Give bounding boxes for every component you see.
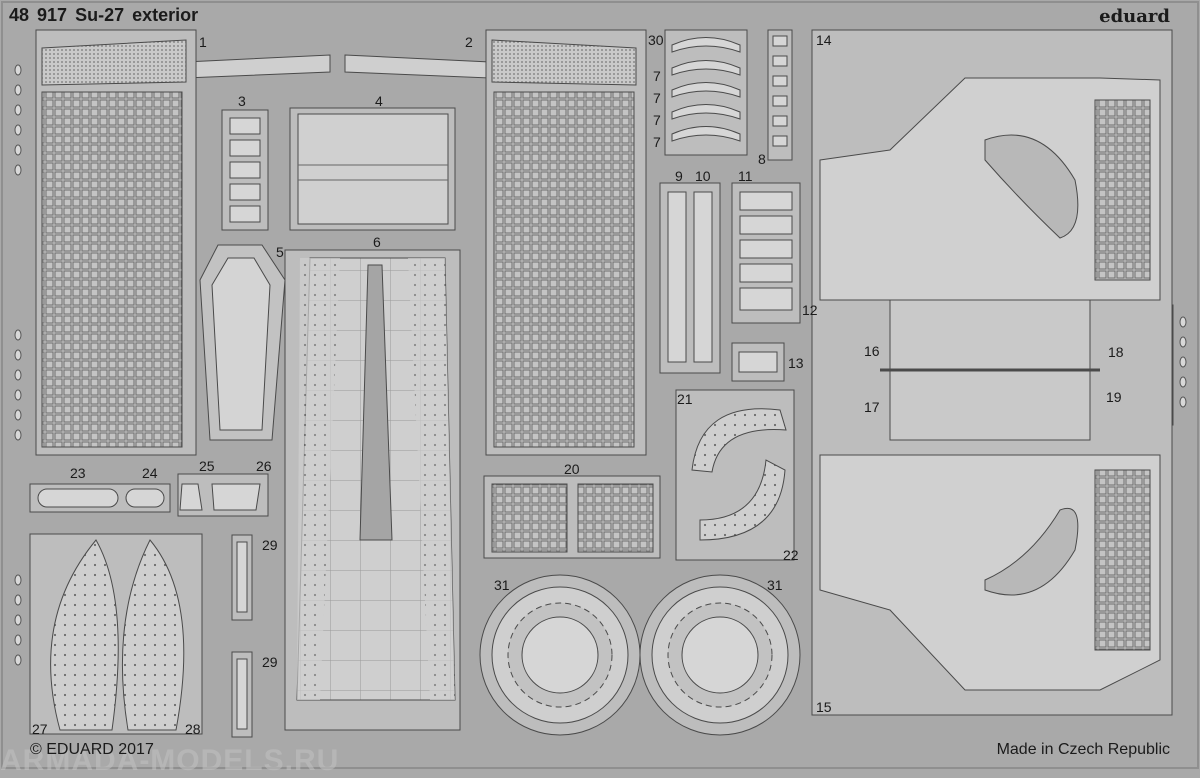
part-left-grid-panel — [35, 29, 197, 456]
part-23-24 — [29, 483, 171, 513]
part-label-13: 13 — [788, 355, 804, 371]
sheet-code: 48 917 — [9, 5, 68, 25]
part-label-31b: 31 — [767, 577, 783, 593]
brand-logo-text: eduard — [1099, 6, 1170, 27]
part-label-29a: 29 — [262, 537, 278, 553]
part-20-grids — [483, 475, 661, 559]
part-label-9: 9 — [675, 168, 683, 184]
part-label-4: 4 — [375, 93, 383, 109]
part-label-16: 16 — [864, 343, 880, 359]
part-label-28: 28 — [185, 721, 201, 737]
part-label-22: 22 — [783, 547, 799, 563]
part-5-frame — [199, 244, 286, 441]
part-21-22-arcs — [675, 389, 795, 561]
part-label-19: 19 — [1106, 389, 1122, 405]
part-label-15: 15 — [816, 699, 832, 715]
part-14-15-wing — [811, 29, 1173, 716]
part-label-1: 1 — [199, 34, 207, 50]
part-label-7c: 7 — [653, 112, 661, 128]
sheet-name: Su-27 exterior — [75, 5, 199, 25]
part-label-2: 2 — [465, 34, 473, 50]
part-label-3: 3 — [238, 93, 246, 109]
part-label-27: 27 — [32, 721, 48, 737]
part-label-7a: 7 — [653, 68, 661, 84]
part-31-rings — [479, 574, 801, 736]
part-label-26: 26 — [256, 458, 272, 474]
part-label-10: 10 — [695, 168, 711, 184]
part-right-grid-panel — [485, 29, 647, 456]
part-label-11: 11 — [738, 168, 753, 184]
part-label-8: 8 — [758, 151, 766, 167]
part-9-10-strips — [659, 182, 721, 374]
part-29 — [231, 534, 253, 738]
part-25-26 — [177, 473, 269, 517]
part-label-29b: 29 — [262, 654, 278, 670]
part-7-30-rings — [664, 29, 748, 156]
part-11-12-set — [731, 182, 801, 324]
sheet-title: 48 917 Su-27 exterior — [9, 5, 198, 26]
part-label-12: 12 — [802, 302, 818, 318]
part-2-strip — [344, 54, 491, 79]
part-8-clips — [767, 29, 793, 161]
part-label-23: 23 — [70, 465, 86, 481]
fret-attachment-holes — [14, 64, 1187, 666]
part-label-31a: 31 — [494, 577, 510, 593]
made-in-text: Made in Czech Republic — [996, 741, 1170, 758]
part-label-18: 18 — [1108, 344, 1124, 360]
part-label-7d: 7 — [653, 134, 661, 150]
part-13 — [731, 342, 785, 382]
part-3-brackets — [221, 109, 269, 231]
part-label-24: 24 — [142, 465, 158, 481]
part-4-plate — [289, 107, 456, 231]
part-1-strip — [184, 54, 331, 79]
part-label-14: 14 — [816, 32, 832, 48]
part-27-28-panels — [29, 533, 203, 735]
copyright-text: © EDUARD 2017 — [30, 741, 154, 758]
part-label-25: 25 — [199, 458, 215, 474]
part-6-panel — [284, 249, 461, 731]
part-label-6: 6 — [373, 234, 381, 250]
part-label-21: 21 — [677, 391, 693, 407]
part-label-17: 17 — [864, 399, 880, 415]
part-label-5: 5 — [276, 244, 284, 260]
part-label-20: 20 — [564, 461, 580, 477]
part-label-30: 30 — [648, 32, 664, 48]
part-label-7b: 7 — [653, 90, 661, 106]
